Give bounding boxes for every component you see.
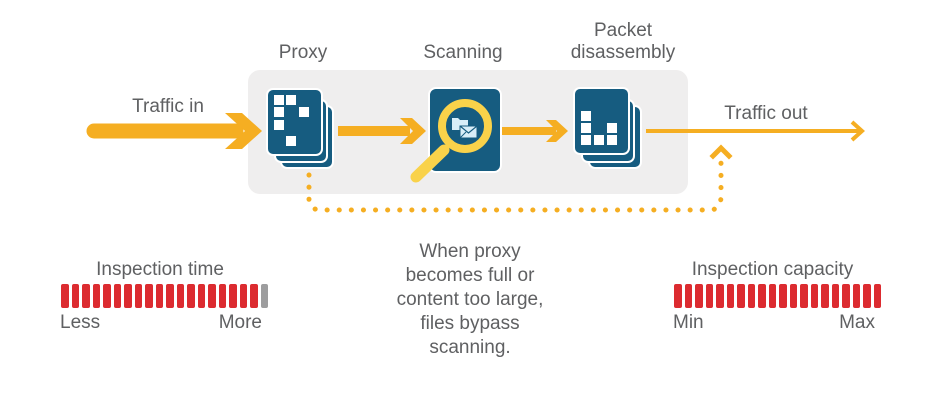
stage-label-packet-line1: Packet [593, 20, 653, 41]
gauge-segment-filled [747, 284, 755, 308]
stage-label-proxy: Proxy [278, 42, 328, 63]
inspection-capacity-gauge [674, 284, 881, 308]
gauge-segment-filled [768, 284, 776, 308]
gauge-segment-filled [82, 284, 90, 308]
gauge-segment-filled [113, 284, 121, 308]
gauge-segment-filled [92, 284, 100, 308]
traffic-out-label: Traffic out [724, 103, 808, 124]
gauge-segment-filled [218, 284, 226, 308]
inspection-time-max-label: More [218, 312, 262, 333]
gauge-segment-filled [800, 284, 808, 308]
gauge-segment-filled [71, 284, 79, 308]
gauge-segment-filled [134, 284, 142, 308]
gauge-segment-filled [229, 284, 237, 308]
inspection-capacity-min-label: Min [673, 312, 704, 333]
gauge-segment-filled [166, 284, 174, 308]
gauge-segment-filled [103, 284, 111, 308]
bypass-note-line: becomes full or [405, 265, 535, 286]
inspection-time-gauge [61, 284, 268, 308]
gauge-segment-filled [239, 284, 247, 308]
traffic-out-arrow [646, 120, 865, 142]
gauge-segment-filled [145, 284, 153, 308]
gauge-segment-filled [197, 284, 205, 308]
traffic-in-label: Traffic in [132, 96, 204, 117]
gauge-segment-filled [789, 284, 797, 308]
gauge-segment-filled [831, 284, 839, 308]
envelope-icon [459, 125, 478, 139]
gauge-segment-filled [695, 284, 703, 308]
gauge-segment-filled [208, 284, 216, 308]
gauge-segment-filled [250, 284, 258, 308]
bypass-note-line: When proxy [419, 241, 521, 262]
bypass-note-line: files bypass [420, 313, 520, 334]
bypass-note-line: scanning. [429, 337, 511, 358]
gauge-segment-filled [810, 284, 818, 308]
scanning-icon [410, 87, 502, 183]
gauge-segment-filled [155, 284, 163, 308]
proxy-to-scanning-arrow [338, 118, 426, 144]
gauge-segment-filled [737, 284, 745, 308]
bypass-note-line: content too large, [396, 289, 544, 310]
gauge-segment-filled [176, 284, 184, 308]
gauge-segment-filled [821, 284, 829, 308]
stage-label-packet-line2: disassembly [570, 42, 676, 63]
gauge-segment-filled [124, 284, 132, 308]
gauge-segment-filled [674, 284, 682, 308]
inspection-capacity-max-label: Max [839, 312, 875, 333]
gauge-segment-filled [684, 284, 692, 308]
inspection-time-min-label: Less [60, 312, 101, 333]
gauge-segment-filled [873, 284, 881, 308]
stage-label-scanning: Scanning [423, 42, 503, 63]
inspection-time-title: Inspection time [96, 259, 224, 280]
scanning-to-packet-arrow [502, 120, 568, 142]
bypass-note: When proxy becomes full or content too l… [360, 240, 580, 360]
gauge-segment-filled [758, 284, 766, 308]
gauge-segment-filled [61, 284, 69, 308]
gauge-segment-filled [187, 284, 195, 308]
proxy-icon [266, 88, 334, 169]
packet-disassembly-icon [573, 87, 642, 169]
gauge-segment-filled [779, 284, 787, 308]
gauge-segment-filled [852, 284, 860, 308]
gauge-segment-empty [260, 284, 268, 308]
traffic-in-arrow [86, 113, 262, 149]
gauge-segment-filled [705, 284, 713, 308]
gauge-segment-filled [842, 284, 850, 308]
gauge-segment-filled [726, 284, 734, 308]
gauge-segment-filled [716, 284, 724, 308]
gauge-segment-filled [863, 284, 871, 308]
bypass-dotted-path [306, 144, 733, 213]
inspection-capacity-title: Inspection capacity [691, 259, 854, 280]
